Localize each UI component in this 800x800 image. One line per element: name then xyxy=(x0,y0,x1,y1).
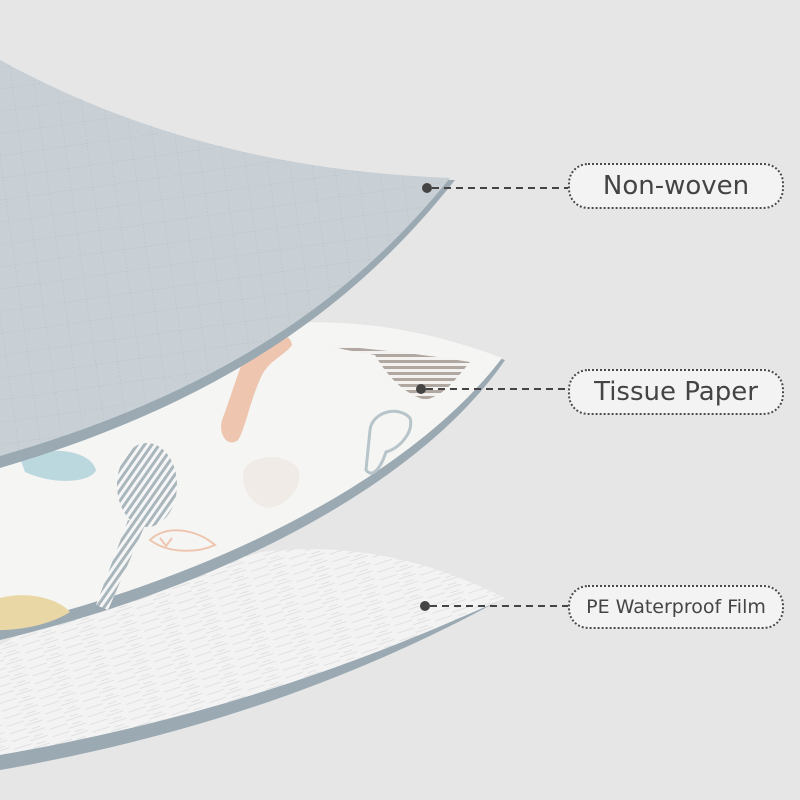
bird-icon xyxy=(148,529,217,552)
leader-pe-film xyxy=(420,601,568,611)
handle-shape xyxy=(221,335,292,443)
label-pe-waterproof-film: PE Waterproof Film xyxy=(568,585,784,629)
leader-non-woven xyxy=(422,183,568,193)
non-woven-layer xyxy=(0,60,455,468)
spoon-icon xyxy=(96,443,177,610)
pattern-blob-yellow xyxy=(0,595,70,630)
fork-icon xyxy=(364,409,413,475)
label-tissue-paper: Tissue Paper xyxy=(568,369,784,415)
label-non-woven: Non-woven xyxy=(568,163,784,209)
pattern-blob-blue xyxy=(20,450,96,481)
pattern-stripe-scoop xyxy=(330,345,470,400)
leader-tissue-paper xyxy=(416,384,568,394)
pattern-paddle xyxy=(243,457,300,508)
